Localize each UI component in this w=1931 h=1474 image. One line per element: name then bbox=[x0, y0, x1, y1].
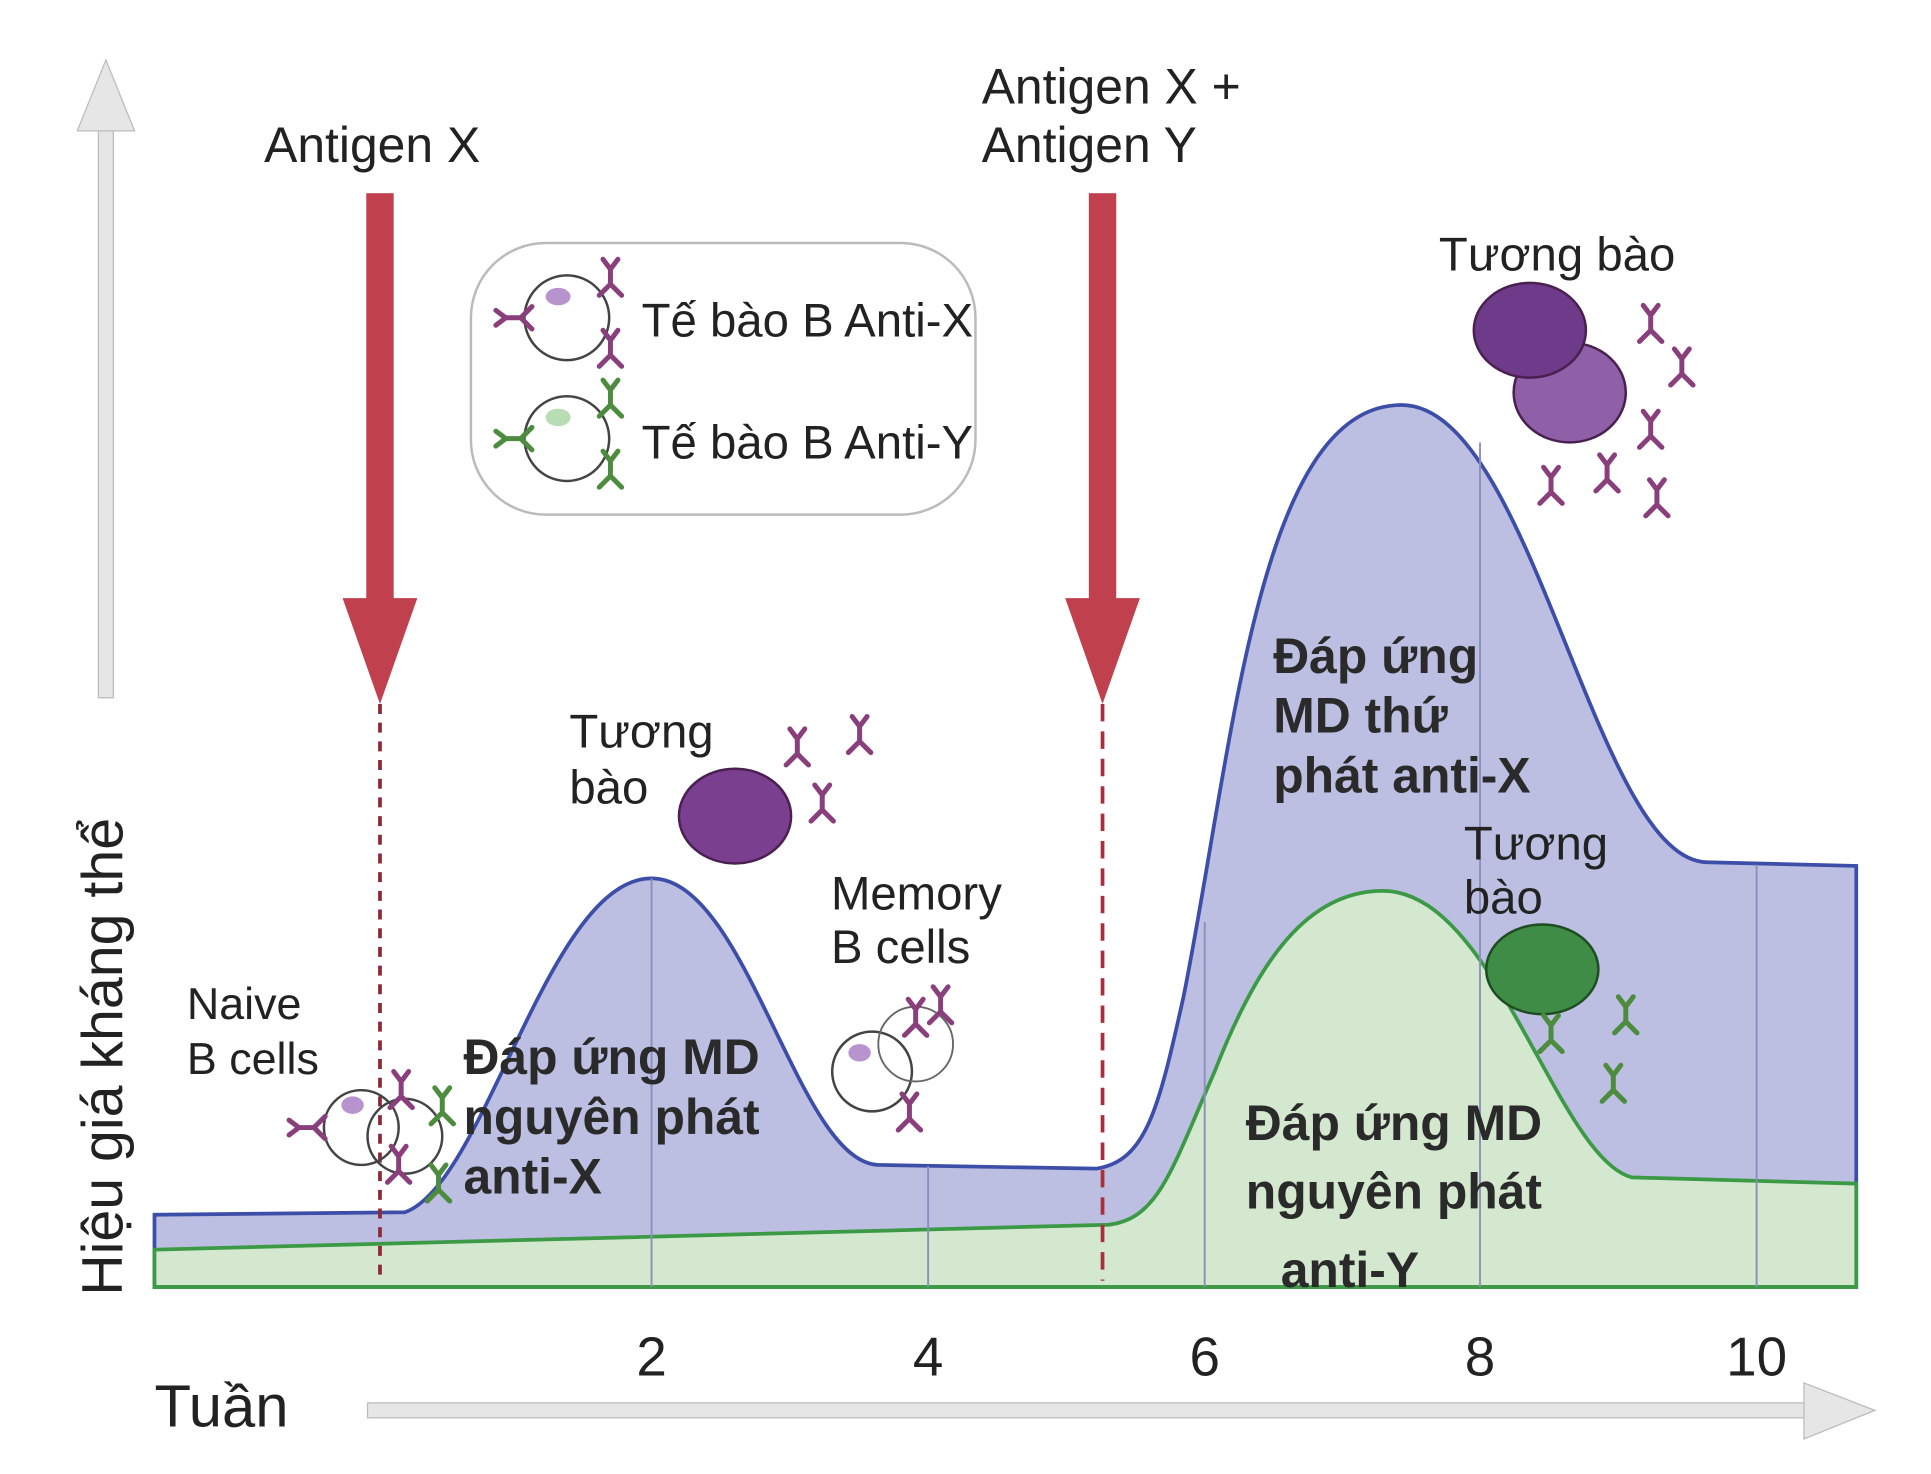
memory-b-cells-icon bbox=[830, 987, 953, 1130]
x-axis-label: Tuần bbox=[154, 1373, 288, 1440]
y-axis-label: Hiệu giá kháng thể bbox=[71, 818, 135, 1296]
x-tick-4: 4 bbox=[913, 1325, 943, 1387]
antigen-xy-arrow bbox=[1065, 193, 1140, 1281]
legend: Tế bào B Anti-X Tế bào B Anti-Y bbox=[469, 241, 977, 516]
primary-x-label-3: anti-X bbox=[463, 1149, 601, 1205]
x-tick-2: 2 bbox=[636, 1325, 666, 1387]
anti-x-b-cell-icon bbox=[496, 259, 622, 366]
antigen-xy-label-line1: Antigen X + bbox=[982, 59, 1241, 115]
naive-label-1: Naive bbox=[187, 978, 302, 1029]
plasma-label-3b: bào bbox=[1464, 871, 1543, 924]
memory-label-1: Memory bbox=[831, 868, 1002, 921]
antigen-xy-label-line2: Antigen Y bbox=[982, 117, 1197, 173]
plasma-label-1b: bào bbox=[569, 762, 648, 815]
legend-anti-y: Tế bào B Anti-Y bbox=[642, 417, 973, 470]
gridlines bbox=[650, 442, 1758, 1288]
antigen-x-label: Antigen X bbox=[264, 117, 480, 173]
primary-x-label-2: nguyên phát bbox=[463, 1089, 759, 1145]
secondary-x-label-1: Đáp ứng bbox=[1273, 628, 1478, 684]
legend-anti-x: Tế bào B Anti-X bbox=[642, 294, 973, 347]
primary-y-label-1: Đáp ứng MD bbox=[1246, 1095, 1542, 1151]
y-axis-arrow bbox=[76, 58, 136, 699]
plasma-cells-cluster-icon bbox=[1472, 281, 1693, 516]
plasma-label-2: Tương bào bbox=[1439, 228, 1675, 281]
primary-x-label-1: Đáp ứng MD bbox=[463, 1029, 759, 1085]
anti-y-b-cell-icon bbox=[496, 380, 622, 487]
green-plasma-cell-icon bbox=[1485, 923, 1637, 1101]
plasma-label-1a: Tương bbox=[569, 706, 713, 759]
x-tick-8: 8 bbox=[1465, 1325, 1495, 1387]
x-tick-6: 6 bbox=[1189, 1325, 1219, 1387]
secondary-x-label-3: phát anti-X bbox=[1273, 747, 1530, 803]
secondary-x-label-2: MD thứ bbox=[1273, 688, 1448, 744]
naive-label-2: B cells bbox=[187, 1033, 319, 1084]
anti-y-response-area bbox=[152, 888, 1859, 1289]
memory-label-2: B cells bbox=[831, 921, 970, 974]
antigen-x-arrow bbox=[342, 193, 418, 1278]
naive-b-cells-icon bbox=[289, 1071, 453, 1201]
x-tick-10: 10 bbox=[1726, 1325, 1787, 1387]
primary-y-label-3: anti-Y bbox=[1281, 1242, 1419, 1298]
plasma-label-3a: Tương bbox=[1464, 818, 1608, 871]
x-axis-arrow bbox=[366, 1382, 1877, 1440]
plasma-cell-icon bbox=[677, 716, 871, 865]
primary-y-label-2: nguyên phát bbox=[1246, 1164, 1542, 1220]
